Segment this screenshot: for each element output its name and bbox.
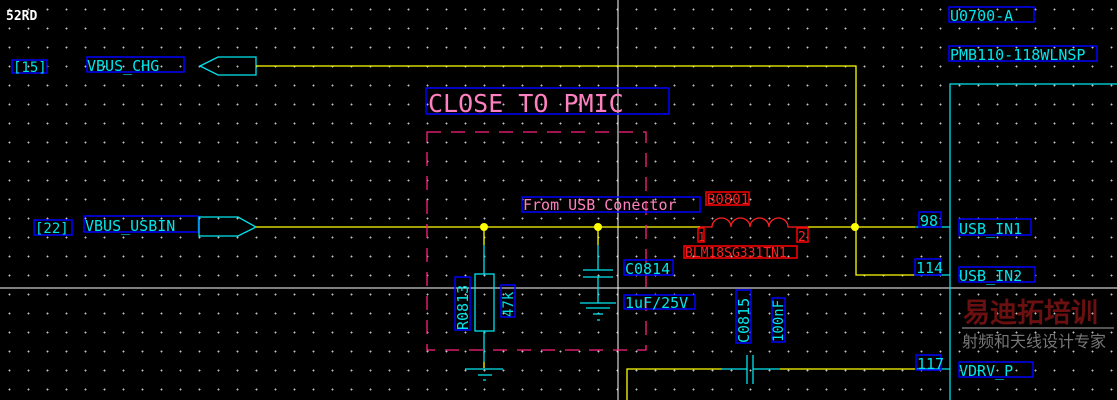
resistor-r0813[interactable]: R0813 47k — [454, 227, 517, 381]
value-label: 47k — [501, 291, 517, 317]
value-label: 1uF/25V — [625, 294, 688, 312]
ref-label: R0813 — [454, 285, 472, 330]
ref-label: B0801 — [707, 192, 749, 208]
net-label: VBUS_CHG — [87, 57, 159, 75]
ground-icon — [580, 302, 616, 321]
offpage-connector-icon — [198, 56, 257, 76]
net-label: VBUS_USBIN — [85, 217, 175, 235]
pin-name: USB_IN1 — [959, 220, 1022, 238]
ic-ref: U0700-A — [950, 7, 1013, 25]
wire-vdrv[interactable] — [626, 368, 722, 400]
pin-name: USB_IN2 — [959, 267, 1022, 285]
offpage-ref: [15] — [13, 60, 47, 76]
pin-number: 114 — [916, 259, 943, 277]
placement-region — [426, 131, 647, 351]
capacitor-c0814[interactable]: C0814 1uF/25V — [580, 227, 696, 321]
ground-icon — [465, 368, 503, 381]
watermark: 易迪拓培训 射频和天线设计专家 — [962, 298, 1114, 351]
resistor-icon — [474, 273, 495, 332]
pin-number: 1 — [698, 230, 705, 244]
ferrite-bead-b0801[interactable]: B0801 1 2 BLM18SG331TN1 — [683, 191, 809, 261]
value-label: 100nF — [771, 300, 787, 342]
capacitor-c0815[interactable]: C0815 100nF — [735, 289, 787, 384]
ic-part: PMB110-118WLNSP — [950, 46, 1085, 64]
ic-body — [949, 83, 1117, 400]
part-label: BLM18SG331TN1 — [685, 246, 787, 261]
pin-number: 117 — [917, 355, 944, 373]
watermark-line2: 射频和天线设计专家 — [962, 332, 1106, 351]
offpage-connector-icon — [198, 216, 258, 237]
ic-u0700[interactable]: U0700-A PMB110-118WLNSP 98 USB_IN1 114 U… — [914, 6, 1117, 400]
offpage-vbus-chg[interactable]: [15] VBUS_CHG — [11, 56, 257, 76]
watermark-line1: 易迪拓培训 — [963, 298, 1098, 329]
wire-vbus-chg[interactable] — [256, 65, 915, 276]
pin-name: VDRV_P — [959, 362, 1013, 380]
net-note: From USB Conector — [523, 196, 677, 214]
offpage-ref: [22] — [35, 221, 69, 237]
region-note: CLOSE TO PMIC — [428, 89, 624, 118]
inductor-icon — [700, 217, 808, 228]
ref-label: C0815 — [735, 298, 753, 343]
offpage-vbus-usbin[interactable]: [22] VBUS_USBIN — [33, 215, 258, 237]
junction-dot — [851, 223, 859, 231]
pin-number: 2 — [798, 230, 806, 245]
ref-label: C0814 — [625, 260, 670, 278]
app-badge: 52RD — [6, 9, 37, 24]
pin-number: 98 — [920, 212, 938, 230]
